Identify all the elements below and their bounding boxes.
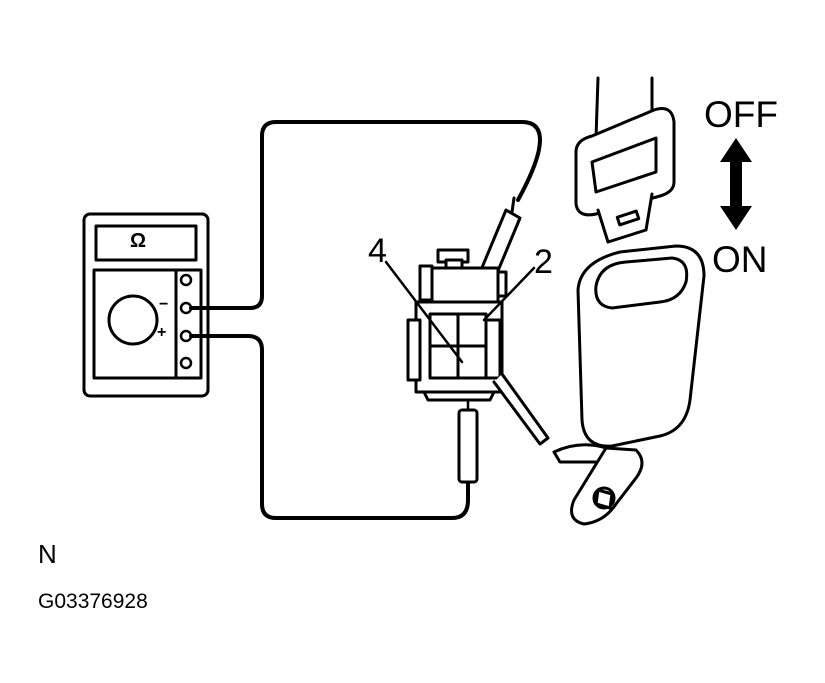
ohmmeter (82, 212, 210, 398)
connector-latch-right (484, 318, 502, 380)
seat-belt-tongue (574, 76, 676, 244)
terminal-2-label: 2 (534, 243, 553, 281)
off-label: OFF (704, 94, 778, 135)
callout-line-2 (482, 266, 536, 322)
test-leads (189, 120, 542, 520)
terminal-4-label: 4 (368, 232, 387, 270)
ohm-symbol: Ω (130, 230, 147, 252)
connector-latch-left (406, 318, 422, 382)
figure-code-label: G03376928 (38, 590, 148, 613)
plus-sign: + (157, 324, 167, 341)
meter-dial (107, 294, 159, 346)
view-letter-label: N (38, 539, 57, 569)
on-label: ON (712, 239, 768, 280)
double-arrow-up-down-icon (720, 138, 752, 230)
seat-belt-buckle (552, 244, 706, 526)
meter-display (94, 224, 198, 262)
minus-sign: − (159, 296, 169, 313)
callout-line-4 (384, 260, 464, 364)
buckle-switch-connector (384, 248, 550, 446)
